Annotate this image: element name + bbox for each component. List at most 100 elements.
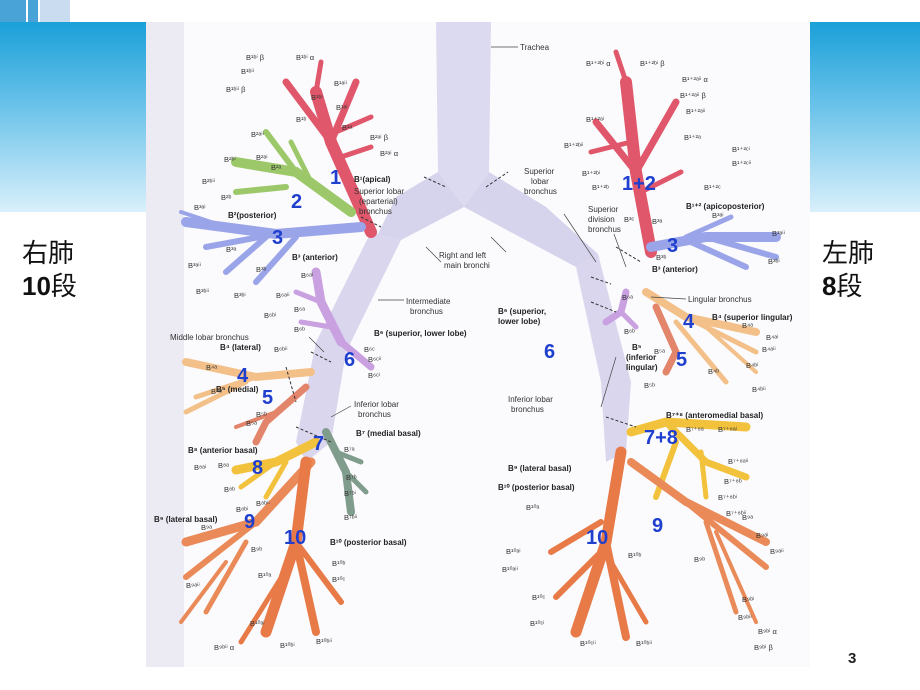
branch [292, 538, 320, 636]
segment-number-r7: 7 [313, 433, 324, 455]
corner-block [40, 0, 70, 22]
segment-number-l10: 10 [586, 527, 608, 549]
corner-decoration [0, 0, 70, 22]
left-subsegment-label: B¹⁺²ᶜⁱⁱ [732, 159, 751, 168]
left-subsegment-label: B¹⁺²ᵃ [684, 133, 701, 142]
label-r-anterior-basal: B⁸ (anterior basal) [188, 446, 258, 455]
left-subsegment-label: B¹⁰ᶜ [532, 593, 546, 602]
left-subsegment-label: B¹⁺²ᵇⁱⁱ [564, 141, 583, 150]
right-subsegment-label: B¹⁰ᵃ [258, 571, 272, 580]
note-inferior-lobar-r-1: Inferior lobar [354, 400, 399, 409]
branch [238, 459, 279, 490]
right-subsegment-label: B³ᵇ [256, 265, 267, 274]
left-subsegment-label: B¹⁰ᶜⁱⁱ [580, 639, 596, 648]
left-subsegment-label: B⁹ᵇ [694, 555, 705, 564]
note-superior-division-3: bronchus [588, 225, 621, 234]
right-subsegment-label: B¹⁰ᵇ [332, 559, 346, 568]
right-b8-branches [231, 437, 321, 500]
right-subsegment-label: B⁹ᵇ [251, 545, 262, 554]
plate-left-shade [146, 22, 184, 667]
left-subsegment-label: B¹⁺²ᵃⁱⁱ α [682, 75, 709, 84]
left-subsegment-label: B¹⁰ᵇⁱⁱ [636, 639, 652, 648]
boundary [590, 276, 612, 285]
left-b3-branches [646, 214, 781, 270]
branch [662, 418, 750, 481]
segment-number-l4: 4 [683, 311, 695, 333]
left-subsegment-label: B¹⁺²ᵇ [592, 183, 609, 192]
boundary [605, 416, 637, 428]
right-lung-label: 右肺 10段 [22, 238, 77, 303]
segment-number-r9: 9 [244, 511, 255, 533]
right-subsegment-label: B⁶ᶜⁱ [368, 371, 380, 380]
note-eparterial: (eparterial) [359, 197, 398, 206]
branch [683, 499, 769, 570]
label-l-superior-lower-2: lower lobe) [498, 317, 541, 326]
left-subsegment-label: B⁹ᵃⁱⁱ [770, 547, 784, 556]
note-inferior-lobar-r-2: bronchus [358, 410, 391, 419]
segment-unit: 段 [836, 272, 863, 302]
left-subsegment-label: B⁹ᵃ [742, 513, 753, 522]
left-subsegment-label: B⁶ᵇ [624, 327, 635, 336]
left-subsegment-label: B⁷⁺⁸ᵇⁱ [718, 493, 737, 502]
segment-number-r1: 1 [330, 167, 341, 189]
left-subsegment-label: B⁵ᵇ [644, 381, 655, 390]
left-subsegment-label: B⁴ᵇⁱ [746, 361, 758, 370]
corner-block [0, 0, 26, 22]
left-subsegment-label: B⁵ᵃ [654, 347, 665, 356]
boundary [423, 176, 447, 188]
left-subsegment-label: B¹⁺²ᵇⁱ [582, 169, 600, 178]
left-gradient-band [0, 22, 146, 212]
label-r-medial: B⁵ (medial) [216, 385, 259, 394]
label-r-medial-basal: B⁷ (medial basal) [356, 429, 421, 438]
right-subsegment-label: B²ᵃⁱⁱ [251, 130, 264, 139]
right-b10-branches [238, 456, 344, 645]
left-lung-title: 左肺 [822, 239, 875, 269]
branch [333, 114, 374, 135]
left-b10-branches [548, 446, 649, 641]
label-r-lateral: B⁴ (lateral) [220, 343, 261, 352]
note-intermediate-2: bronchus [410, 307, 443, 316]
right-gradient-band [810, 22, 920, 212]
branch [703, 234, 779, 260]
right-subsegment-label: B⁹ᵃ [201, 523, 212, 532]
branch [252, 383, 310, 446]
leader [490, 236, 507, 253]
right-subsegment-label: B¹ᵃ [342, 123, 353, 132]
note-superior-lobar-l-3: bronchus [524, 187, 557, 196]
left-subsegment-label: B⁷⁺⁸ᵃ [686, 425, 704, 434]
right-subsegment-label: B³ᵇⁱⁱ [196, 287, 209, 296]
left-subsegment-label: B⁴ᵃⁱ [766, 333, 778, 342]
branch [608, 559, 649, 625]
branch [333, 449, 364, 465]
left-subsegment-label: B⁷⁺⁸ᵇⁱⁱ [726, 509, 746, 518]
bronchial-tree-illustration: Trachea Superior lobar (eparterial) bron… [146, 22, 810, 667]
right-subsegment-label: B¹ᵃⁱⁱ [334, 79, 347, 88]
right-subsegment-label: B¹ᵇ [296, 115, 307, 124]
branch [203, 539, 249, 615]
note-superior-division-1: Superior [588, 205, 619, 214]
leader [308, 336, 325, 353]
left-b9-branches [627, 458, 770, 624]
right-b2-branches [231, 129, 356, 217]
right-subsegment-label: B²ᵃⁱ β [370, 133, 389, 142]
left-subsegment-label: B⁷⁺⁸ᵃⁱ [718, 425, 737, 434]
label-r-superior-lower: B⁶ (superior, lower lobe) [374, 329, 467, 338]
right-b7-branches [322, 428, 369, 516]
note-superior-lobar-right: Superior lobar [354, 187, 405, 196]
left-subsegment-label: B⁶ᵃ [622, 293, 633, 302]
branch [548, 519, 604, 555]
branch [233, 184, 289, 195]
right-subsegment-label: B⁸ᵇⁱⁱ [256, 499, 270, 508]
left-subsegment-label: B¹⁺²ᵇⁱ α [586, 59, 611, 68]
left-subsegment-label: B⁹ᵇⁱ α [758, 627, 777, 636]
branch [698, 449, 709, 500]
boundary [295, 426, 332, 443]
right-subsegment-label: B¹ᵇⁱ α [296, 53, 315, 62]
branch [638, 169, 684, 195]
note-superior-division-2: division [588, 215, 615, 224]
boundary [310, 351, 332, 363]
note-main-bronchi-1: Right and left [439, 251, 487, 260]
segment-number-r5: 5 [262, 387, 273, 409]
branch [613, 49, 629, 85]
left-lung-label: 左肺 8段 [822, 238, 874, 303]
